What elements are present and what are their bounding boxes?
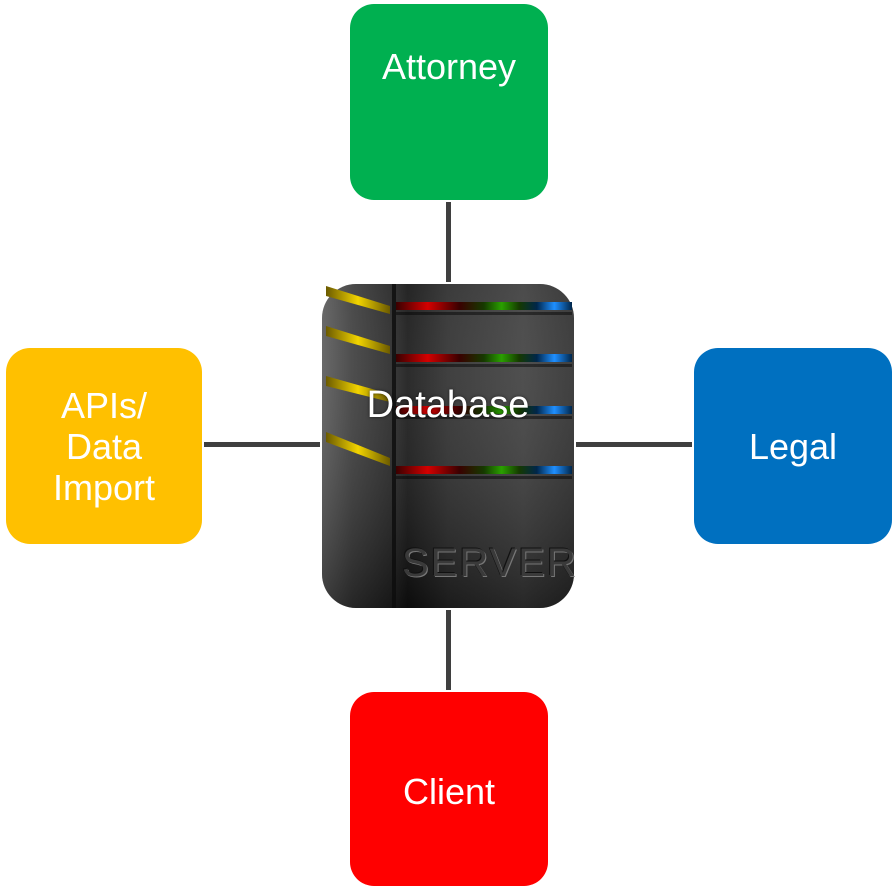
connector-left	[204, 442, 320, 447]
attorney-node: Attorney	[350, 4, 548, 200]
rgb-stripes	[396, 302, 572, 474]
connector-right	[576, 442, 692, 447]
apis-data-import-node: APIs/ Data Import	[6, 348, 202, 544]
legal-label: Legal	[748, 425, 838, 467]
database-server: Database SERVER	[320, 282, 576, 610]
connector-bottom	[446, 610, 451, 690]
client-node: Client	[350, 692, 548, 886]
connector-top	[446, 202, 451, 282]
server-graphic	[322, 284, 574, 608]
gold-stripes	[326, 286, 390, 466]
database-title: Database	[366, 384, 530, 426]
attorney-label: Attorney	[381, 45, 517, 87]
legal-node: Legal	[694, 348, 892, 544]
server-engraving: SERVER	[402, 541, 578, 585]
apis-data-import-label: APIs/ Data Import	[52, 384, 156, 508]
client-label: Client	[402, 770, 496, 812]
